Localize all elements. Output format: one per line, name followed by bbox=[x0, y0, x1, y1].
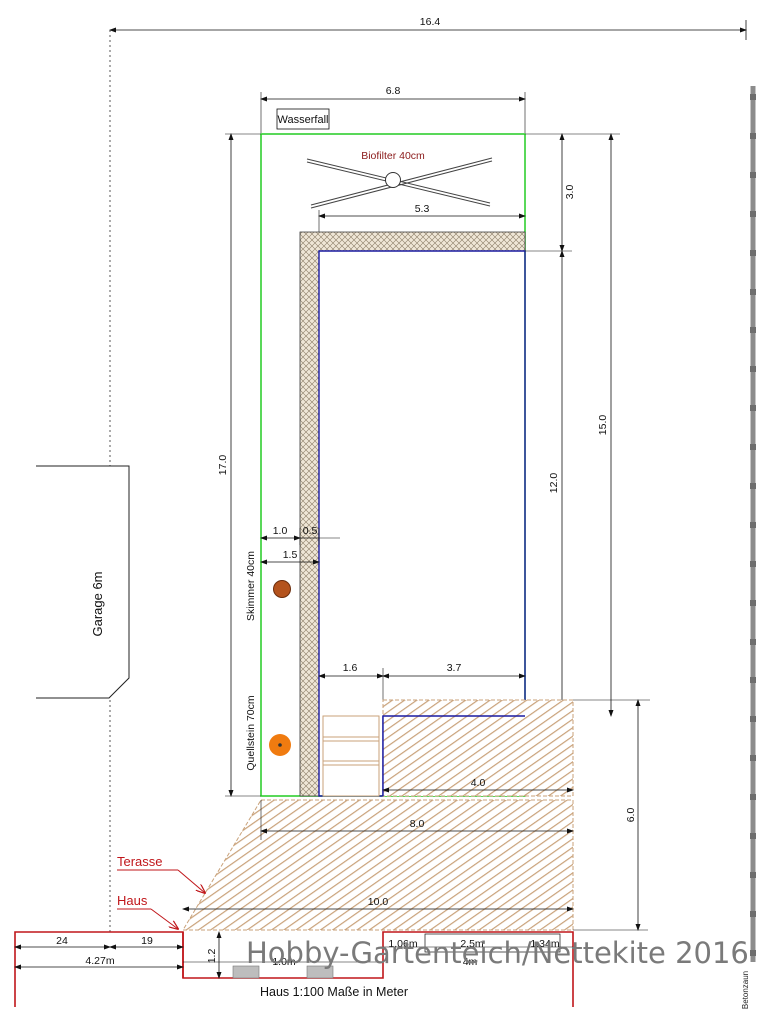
fence-post bbox=[750, 327, 756, 333]
dim-24-label: 24 bbox=[56, 935, 68, 947]
dim-right-15-label: 15.0 bbox=[597, 415, 609, 436]
fence-post bbox=[750, 172, 756, 178]
dimension-house-left: 24 19 4.27m bbox=[14, 935, 184, 970]
dim-1-06-label: 1.06m bbox=[388, 938, 417, 950]
dim-1-34-label: 1.34m bbox=[530, 938, 559, 950]
dimension-6-0: 6.0 bbox=[573, 699, 650, 931]
fence-post bbox=[750, 833, 756, 839]
dim-1-6-label: 1.6 bbox=[343, 662, 358, 674]
skimmer: Skimmer 40cm bbox=[245, 551, 291, 621]
dim-top-width-label: 6.8 bbox=[386, 85, 401, 97]
fence-post bbox=[750, 483, 756, 489]
dimension-biofilter-width: 5.3 bbox=[318, 203, 526, 232]
betonzaun-fence: Betonzaun bbox=[741, 86, 756, 1009]
betonzaun-label: Betonzaun bbox=[741, 971, 750, 1009]
fence-post bbox=[750, 444, 756, 450]
dim-2-5-label: 2.5m bbox=[460, 938, 484, 950]
dimension-top-width: 6.8 bbox=[260, 85, 526, 133]
dim-1-5-label: 1.5 bbox=[283, 549, 298, 561]
fence-post bbox=[750, 250, 756, 256]
fence-post bbox=[750, 366, 756, 372]
garage-label: Garage 6m bbox=[90, 571, 105, 636]
dimension-house-terrace: 1.2 1.0m 1.06m 2.5m 1.34m 4m bbox=[183, 931, 573, 979]
dimension-total-width: 16.4 bbox=[109, 16, 747, 935]
dimension-right-15: 15.0 bbox=[597, 133, 614, 717]
dim-6-0-label: 6.0 bbox=[625, 808, 637, 823]
fence-post bbox=[750, 94, 756, 100]
fence-post bbox=[750, 794, 756, 800]
dim-8-0-label: 8.0 bbox=[410, 818, 425, 830]
watermark: Hobby-Gartenteich/Nettekite 2016 bbox=[246, 936, 749, 970]
fence-post bbox=[750, 522, 756, 528]
dim-1-0-label: 1.0 bbox=[273, 525, 288, 537]
dim-total-width-label: 16.4 bbox=[420, 16, 441, 28]
garage: Garage 6m bbox=[36, 465, 130, 699]
dim-biofilter-label: 5.3 bbox=[415, 203, 430, 215]
quellstein-label: Quellstein 70cm bbox=[245, 695, 257, 771]
skimmer-label: Skimmer 40cm bbox=[245, 551, 257, 621]
haus-label: Haus bbox=[117, 893, 148, 908]
dim-10-0-label: 10.0 bbox=[368, 896, 389, 908]
fence-post bbox=[750, 133, 756, 139]
wasserfall-label-box: Wasserfall bbox=[276, 108, 330, 130]
biofilter-label: Biofilter 40cm bbox=[361, 150, 425, 162]
dimension-right-12: 12.0 bbox=[548, 250, 565, 717]
dim-left-17-label: 17.0 bbox=[217, 455, 229, 476]
fence-post bbox=[750, 872, 756, 878]
fence-post bbox=[750, 405, 756, 411]
fence-post bbox=[750, 716, 756, 722]
biofilter: Biofilter 40cm bbox=[306, 150, 493, 209]
dim-right-12-label: 12.0 bbox=[548, 473, 560, 494]
fence-post bbox=[750, 561, 756, 567]
terasse-annotation: Terasse bbox=[117, 854, 205, 893]
wasserfall-label: Wasserfall bbox=[278, 114, 329, 126]
fence-post bbox=[750, 755, 756, 761]
dim-4m-label: 4m bbox=[463, 956, 478, 968]
plan-caption: Haus 1:100 Maße in Meter bbox=[260, 985, 408, 999]
dimension-8-0: 8.0 bbox=[260, 800, 574, 840]
dimension-1-6-3-7: 1.6 3.7 bbox=[318, 662, 526, 700]
dimension-4-0: 4.0 bbox=[382, 777, 574, 793]
dim-1-2-label: 1.2 bbox=[206, 949, 218, 964]
dim-1-0m-label: 1.0m bbox=[272, 956, 296, 968]
terrace-deck bbox=[182, 799, 574, 931]
fence-post bbox=[750, 950, 756, 956]
fence-post bbox=[750, 639, 756, 645]
dim-0-5-label: 0.5 bbox=[303, 525, 318, 537]
dim-4-0-label: 4.0 bbox=[471, 777, 486, 789]
quellstein: Quellstein 70cm bbox=[245, 695, 291, 771]
dimension-small-widths: 1.0 0.5 1.5 bbox=[260, 525, 340, 565]
steps bbox=[322, 715, 380, 797]
terasse-label: Terasse bbox=[117, 854, 163, 869]
dim-4-27-label: 4.27m bbox=[85, 955, 114, 967]
dim-19-label: 19 bbox=[141, 935, 153, 947]
house-outline bbox=[14, 931, 574, 1007]
fence-post bbox=[750, 911, 756, 917]
dim-3-7-label: 3.7 bbox=[447, 662, 462, 674]
haus-annotation: Haus bbox=[117, 893, 178, 929]
dim-right-3-label: 3.0 bbox=[564, 185, 576, 200]
dimension-right-3: 3.0 bbox=[525, 133, 620, 252]
fence-post bbox=[750, 211, 756, 217]
fence-post bbox=[750, 600, 756, 606]
dimension-left-17: 17.0 bbox=[217, 133, 261, 797]
fence-post bbox=[750, 289, 756, 295]
dimension-10-0: 10.0 bbox=[182, 896, 574, 912]
fence-post bbox=[750, 677, 756, 683]
